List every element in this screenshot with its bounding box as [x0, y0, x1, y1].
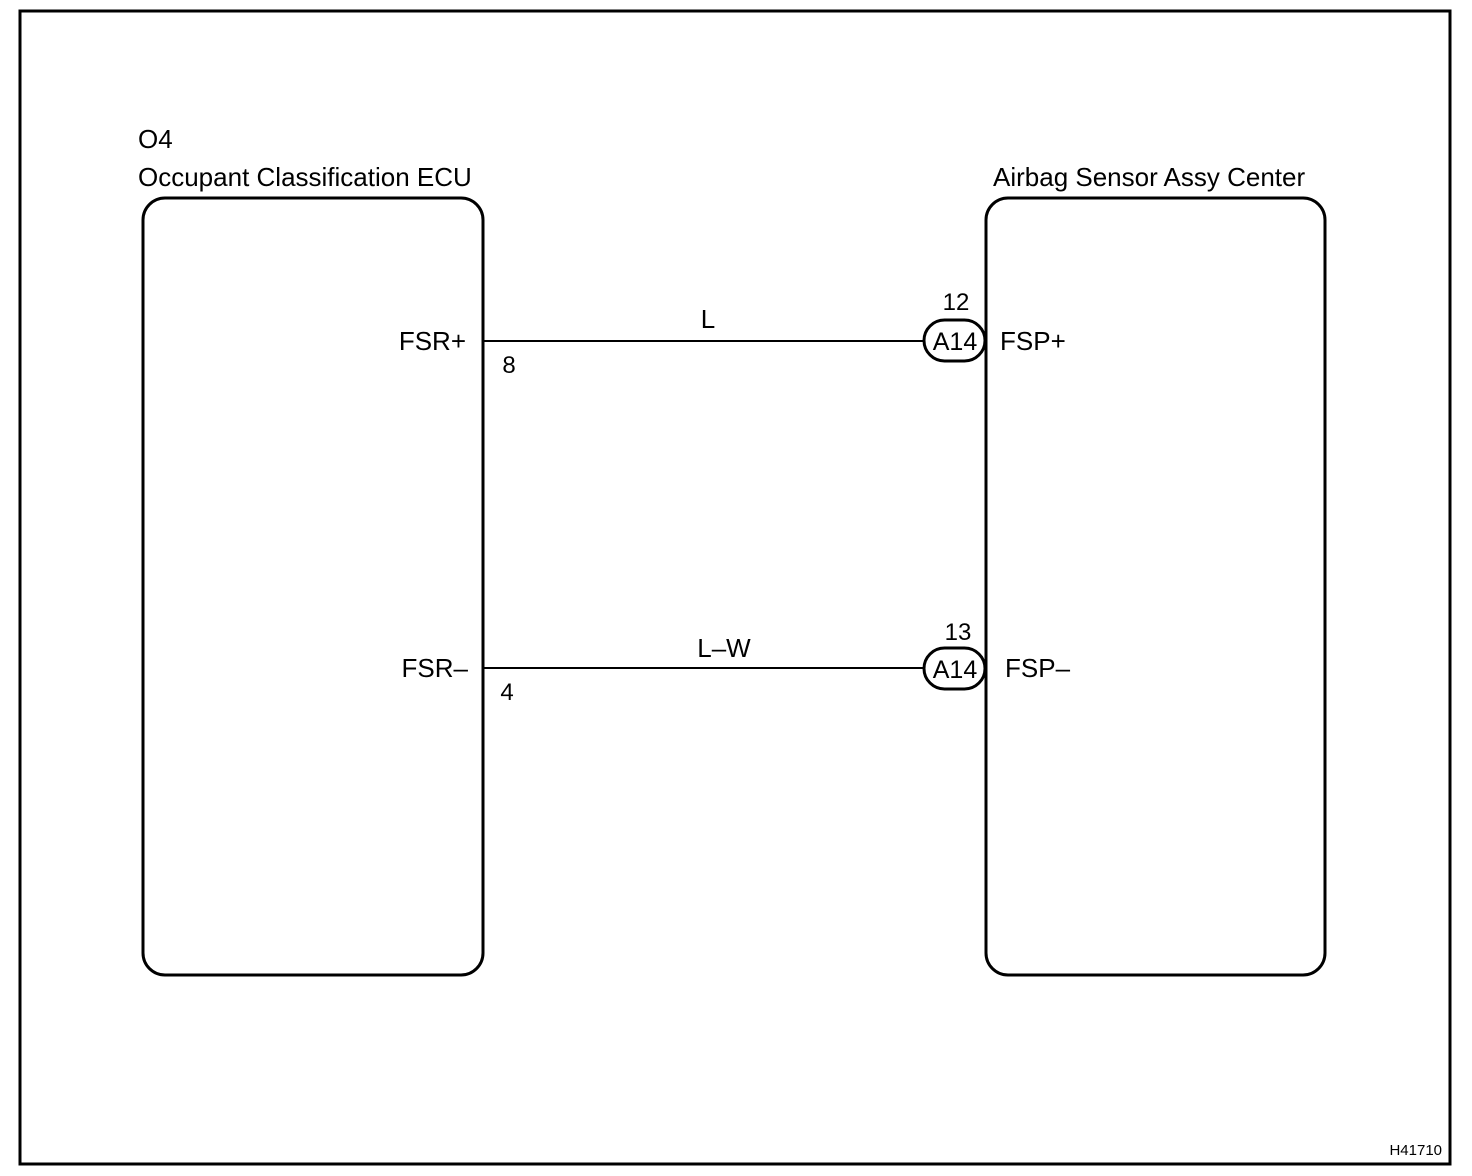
right-terminal-label: FSP– — [1005, 653, 1071, 683]
right-component-box — [984, 196, 1327, 977]
connector-code: A14 — [933, 328, 978, 356]
right-pin-number: 12 — [943, 289, 970, 316]
connector-oval — [922, 318, 987, 363]
left-pin-number: 8 — [502, 352, 515, 379]
connector-code: A14 — [933, 656, 978, 684]
left-component-box — [141, 196, 485, 977]
wire-color-label: L–W — [697, 633, 751, 663]
figure-code: H41710 — [1389, 1142, 1442, 1159]
wire-2: FSR– 4 L–W 13 A14 FSP– — [402, 619, 1071, 706]
right-component-name: Airbag Sensor Assy Center — [993, 162, 1305, 192]
wire-1: FSR+ 8 L 12 A14 FSP+ — [399, 289, 1066, 379]
right-pin-number: 13 — [945, 619, 972, 646]
connector-oval — [922, 646, 987, 691]
diagram-frame — [18, 9, 1452, 1166]
left-terminal-label: FSR– — [402, 653, 469, 683]
left-component-name: Occupant Classification ECU — [138, 162, 472, 192]
left-connector-code: O4 — [138, 124, 173, 154]
left-terminal-label: FSR+ — [399, 326, 466, 356]
left-pin-number: 4 — [500, 679, 513, 706]
right-terminal-label: FSP+ — [1000, 326, 1066, 356]
wire-color-label: L — [701, 304, 715, 334]
